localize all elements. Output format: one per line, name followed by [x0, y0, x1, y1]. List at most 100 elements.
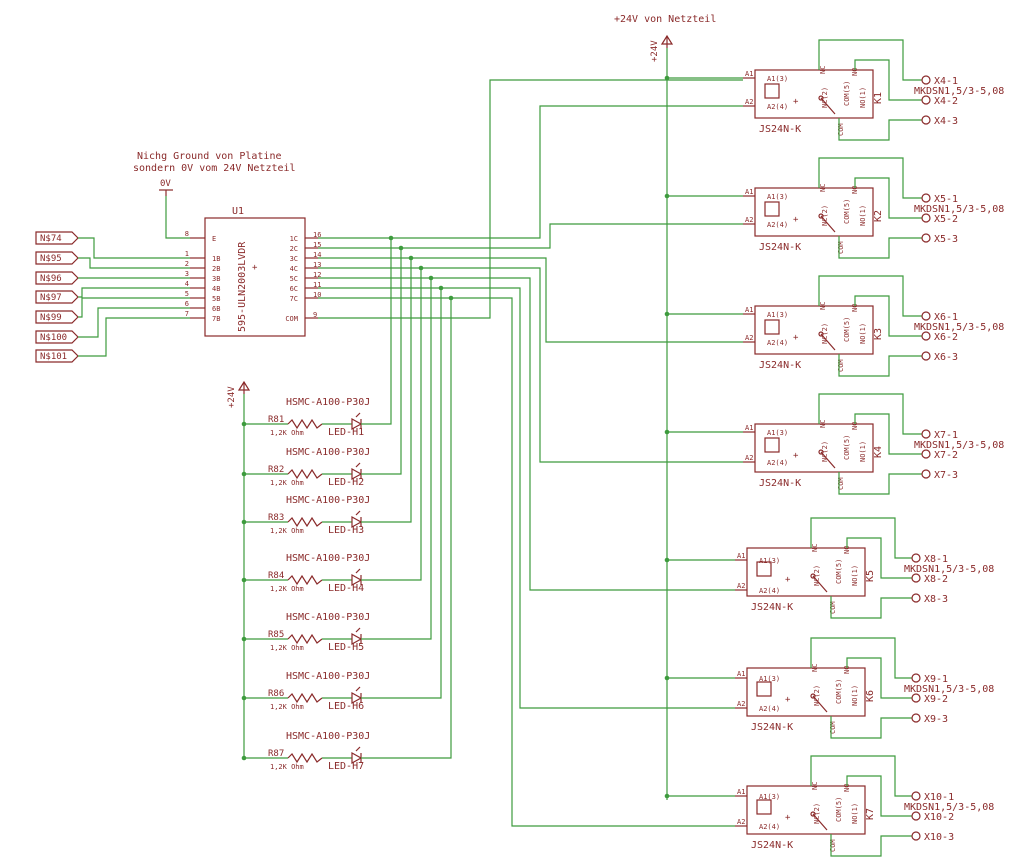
terminal-value: MKDSN1,5/3-5,08	[914, 440, 1004, 451]
relay-name: K2	[873, 210, 884, 222]
terminal-label: X8-2	[924, 574, 948, 585]
terminal-label: X9-1	[924, 674, 948, 685]
relay-body	[746, 667, 866, 717]
net-label-flag	[35, 330, 79, 344]
relay-switch	[812, 813, 828, 831]
relay-name: K7	[865, 808, 876, 820]
relay-pin-no1: NO(1)	[851, 685, 859, 706]
ic-pin-name: 1C	[290, 235, 298, 243]
led-value: HSMC-A100-P30J	[286, 553, 370, 564]
led-value: HSMC-A100-P30J	[286, 731, 370, 742]
relay-pin-no: NO	[851, 422, 859, 430]
relay-plus: +	[793, 97, 799, 107]
relay-label-a2-4: A2(4)	[767, 339, 788, 347]
relay-pin-com: COM	[829, 721, 837, 734]
ground-0v-label: 0V	[160, 179, 171, 189]
ic-value: 595-ULN2003LVDR	[237, 241, 248, 332]
relay-pin-nc2: NC(2)	[821, 441, 829, 462]
relay-pin-com5: COM(5)	[843, 317, 851, 342]
net-wire	[78, 317, 190, 357]
net-label-flag	[35, 231, 79, 245]
collector-wire	[318, 223, 743, 249]
led-value: HSMC-A100-P30J	[286, 397, 370, 408]
net-label-flag	[35, 271, 79, 285]
terminal-value: MKDSN1,5/3-5,08	[914, 322, 1004, 333]
net-label-text: N$101	[40, 352, 67, 362]
resistor-name: R85	[268, 630, 284, 640]
led-icon	[351, 751, 363, 765]
ic-pin-number: 7	[185, 310, 189, 318]
relay-pin-nc2: NC(2)	[813, 565, 821, 586]
led-icon	[351, 632, 363, 646]
led-value: HSMC-A100-P30J	[286, 612, 370, 623]
net-label: N$101	[35, 349, 79, 363]
led-ray	[355, 462, 361, 468]
relay-label-a1-3: A1(3)	[767, 75, 788, 83]
relay-pin-no1: NO(1)	[859, 87, 867, 108]
resistor-icon	[287, 574, 323, 586]
vcc-led-label: +24V	[227, 386, 237, 408]
terminal-label: X10-2	[924, 812, 954, 823]
ic-pin-number: 12	[313, 271, 321, 279]
relay-contact	[818, 449, 824, 455]
relay-no-wire	[854, 59, 922, 101]
relay-body	[754, 423, 874, 473]
led-bus-wire	[361, 268, 422, 581]
terminal-icon	[921, 193, 931, 203]
ic-pin-number: 2	[185, 260, 189, 268]
led-name: LED-H5	[328, 642, 364, 653]
led-bus-wire	[361, 258, 412, 523]
terminal-value: MKDSN1,5/3-5,08	[914, 204, 1004, 215]
relay-pin-no: NO	[851, 186, 859, 194]
resistor-icon	[287, 633, 323, 645]
relay-pin-no1: NO(1)	[851, 565, 859, 586]
junction-dot	[438, 285, 444, 291]
terminal-icon	[921, 469, 931, 479]
collector-wire	[318, 105, 743, 239]
led-bus-wire	[361, 278, 432, 640]
terminal-label: X6-3	[934, 352, 958, 363]
terminal-label: X7-3	[934, 470, 958, 481]
relay-label-a1-3: A1(3)	[759, 557, 780, 565]
net-wire	[78, 287, 190, 298]
relay-label-a2-4: A2(4)	[767, 103, 788, 111]
terminal-label: X6-1	[934, 312, 958, 323]
relay-pin-a1: A1	[745, 424, 753, 432]
ic-pin-number: 13	[313, 261, 321, 269]
relay-pin-no: NO	[843, 784, 851, 792]
terminal-value: MKDSN1,5/3-5,08	[904, 802, 994, 813]
resistor-icon	[287, 516, 323, 528]
relay-pin-nc2: NC(2)	[821, 205, 829, 226]
relay-nc-wire	[810, 517, 912, 559]
resistor-name: R81	[268, 415, 284, 425]
relay-pin-nc: NC	[819, 302, 827, 310]
junction-dot	[448, 295, 454, 301]
relay-body	[754, 305, 874, 355]
net-wire	[78, 257, 190, 269]
terminal-icon	[921, 95, 931, 105]
led-bus-wire	[361, 288, 442, 699]
junction-dot	[418, 265, 424, 271]
resistor-value: 1,2K Ohm	[270, 479, 304, 487]
net-label-flag	[35, 290, 79, 304]
relay-switch	[812, 575, 828, 593]
net-label-text: N$97	[40, 293, 62, 303]
ic-center-marker: +	[252, 263, 258, 273]
terminal-icon	[911, 673, 921, 683]
led-value: HSMC-A100-P30J	[286, 495, 370, 506]
ic-pin-name: 1B	[212, 255, 220, 263]
resistor-value: 1,2K Ohm	[270, 644, 304, 652]
led-name: LED-H4	[328, 583, 364, 594]
relay-pin-com5: COM(5)	[843, 81, 851, 106]
terminal-icon	[911, 553, 921, 563]
relay-pin-no: NO	[843, 546, 851, 554]
relay-pin-no: NO	[851, 68, 859, 76]
relay-pin-a1: A1	[737, 788, 745, 796]
ic-pin-name: 6C	[290, 285, 298, 293]
